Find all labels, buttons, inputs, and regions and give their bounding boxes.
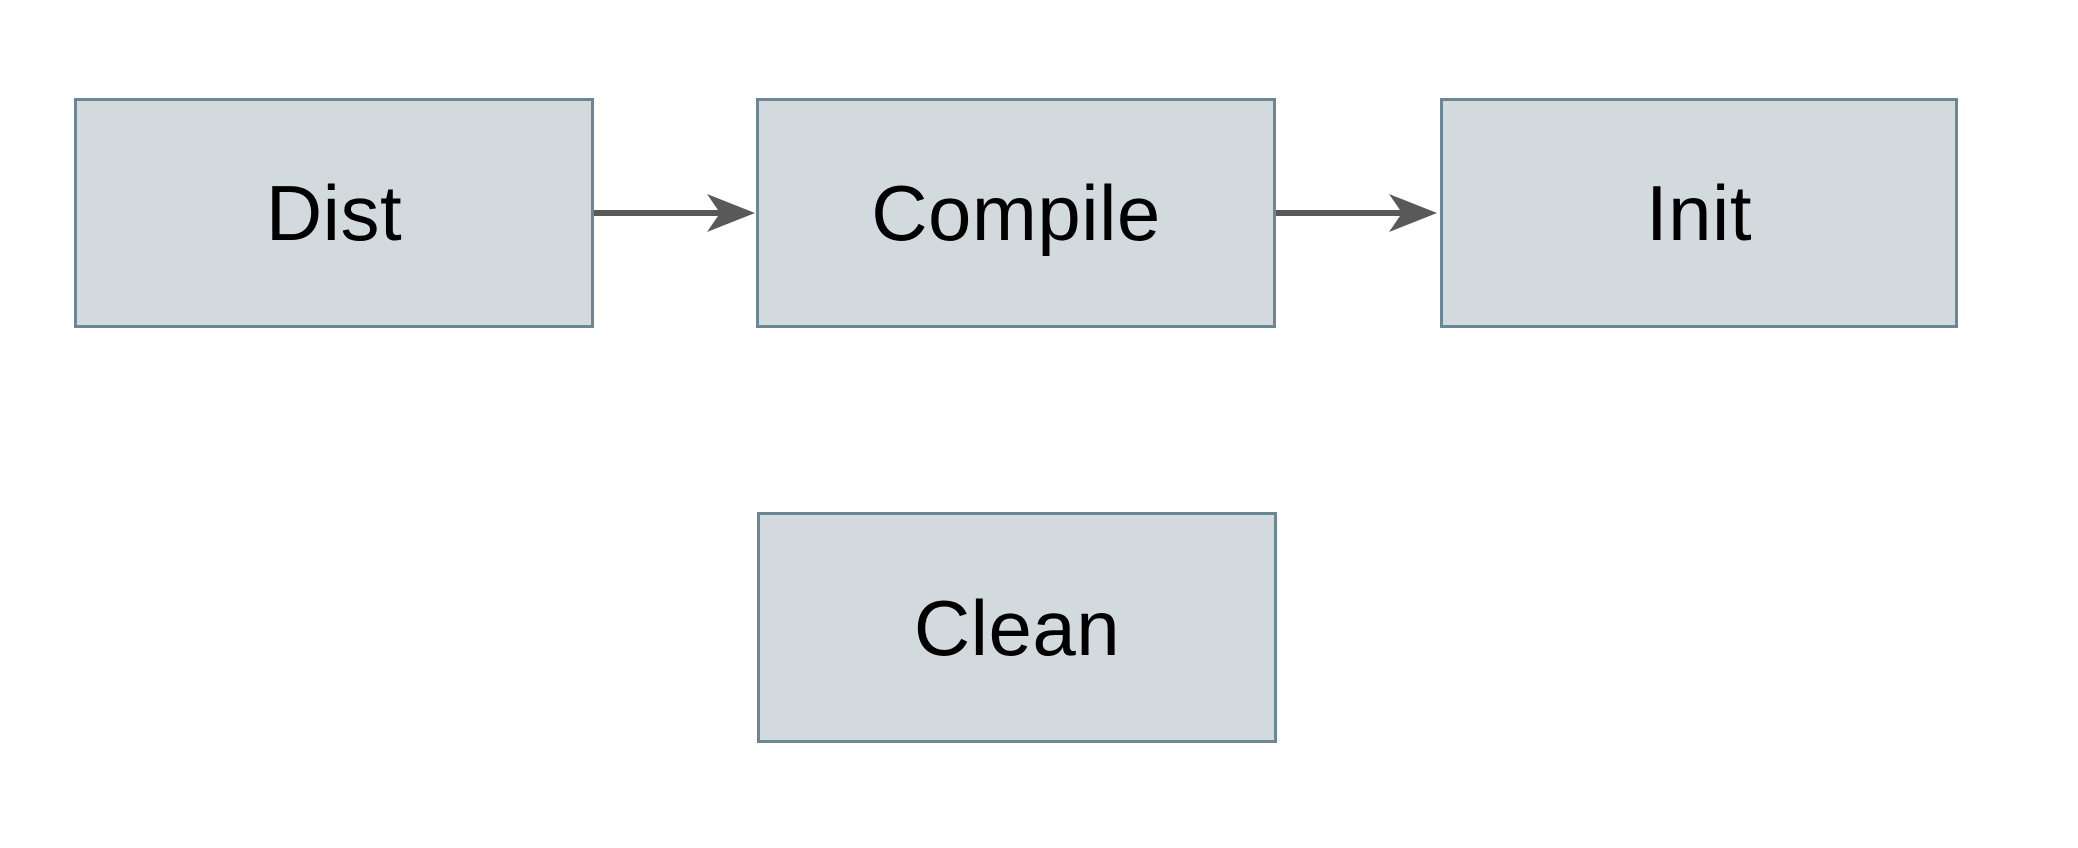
node-label: Compile (871, 169, 1161, 257)
node-label: Dist (265, 169, 403, 257)
arrow-dist-to-compile (594, 194, 755, 232)
node-label: Init (1645, 169, 1753, 257)
node-init: Init (1440, 98, 1958, 328)
node-clean: Clean (757, 512, 1277, 743)
arrow-compile-to-init (1276, 194, 1437, 232)
node-dist: Dist (74, 98, 594, 328)
node-label: Clean (913, 583, 1121, 672)
node-compile: Compile (756, 98, 1276, 328)
